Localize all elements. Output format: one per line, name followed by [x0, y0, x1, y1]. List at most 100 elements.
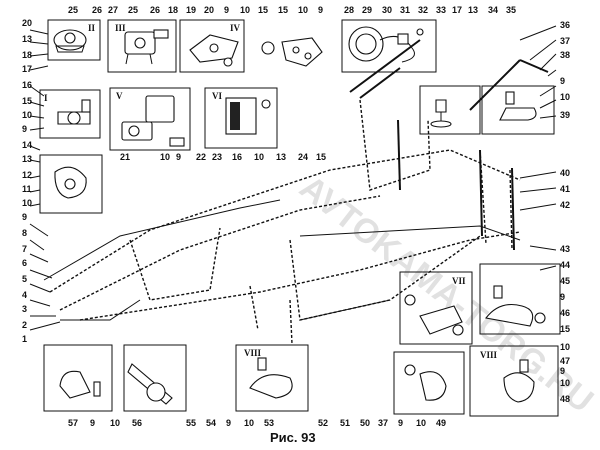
svg-text:II: II: [88, 23, 96, 33]
callout-number: 4: [22, 290, 27, 300]
callout-number: 29: [362, 5, 372, 15]
callout-number: 10: [560, 378, 570, 388]
callout-number: 42: [560, 200, 570, 210]
bracket-parts-top: [261, 37, 323, 67]
inset-bottom-56: [123, 344, 187, 412]
callout-number: 9: [90, 418, 95, 428]
inset-bottom-57: [43, 344, 113, 412]
callout-number: 13: [22, 154, 32, 164]
callout-number: 50: [360, 418, 370, 428]
callout-number: 40: [560, 168, 570, 178]
callout-number: 10: [22, 110, 32, 120]
callout-number: 2: [22, 320, 27, 330]
callout-number: 17: [22, 64, 32, 74]
callout-number: 9: [560, 366, 565, 376]
callout-number: 28: [344, 5, 354, 15]
callout-number: 9: [560, 76, 565, 86]
callout-number: 9: [22, 212, 27, 222]
callout-number: 21: [120, 152, 130, 162]
callout-number: 46: [560, 308, 570, 318]
callout-number: 53: [264, 418, 274, 428]
callout-number: 10: [110, 418, 120, 428]
callout-number: 25: [128, 5, 138, 15]
callout-number: 10: [298, 5, 308, 15]
callout-number: 54: [206, 418, 216, 428]
callout-number: 18: [22, 50, 32, 60]
callout-number: 33: [436, 5, 446, 15]
svg-text:V: V: [116, 91, 123, 101]
callout-number: 23: [212, 152, 222, 162]
svg-text:VII: VII: [452, 276, 466, 286]
callout-number: 52: [318, 418, 328, 428]
callout-number: 35: [506, 5, 516, 15]
callout-number: 13: [22, 34, 32, 44]
callout-number: 25: [68, 5, 78, 15]
svg-text:VI: VI: [212, 91, 222, 101]
callout-number: 15: [22, 96, 32, 106]
svg-text:III: III: [115, 23, 126, 33]
callout-number: 39: [560, 110, 570, 120]
callout-number: 45: [560, 276, 570, 286]
callout-number: 57: [68, 418, 78, 428]
callout-number: 49: [436, 418, 446, 428]
callout-number: 26: [150, 5, 160, 15]
callout-number: 47: [560, 356, 570, 366]
svg-text:VIII: VIII: [244, 348, 262, 358]
callout-number: 56: [132, 418, 142, 428]
inset-clamp-45: [479, 263, 561, 335]
inset-iv-top: IV: [179, 19, 245, 73]
inset-clamp-left: [39, 154, 103, 214]
callout-number: 18: [168, 5, 178, 15]
callout-number: 3: [22, 304, 27, 314]
inset-vii-right: VII: [399, 271, 473, 345]
callout-number: 55: [186, 418, 196, 428]
callout-number: 9: [224, 5, 229, 15]
callout-number: 36: [560, 20, 570, 30]
callout-number: 20: [204, 5, 214, 15]
callout-number: 27: [108, 5, 118, 15]
inset-ii-top: II: [47, 19, 101, 61]
callout-number: 5: [22, 274, 27, 284]
callout-number: 13: [276, 152, 286, 162]
inset-vi-mid: VI: [204, 87, 278, 149]
callout-number: 16: [22, 80, 32, 90]
callout-number: 37: [560, 36, 570, 46]
callout-number: 30: [382, 5, 392, 15]
inset-v-left: V: [109, 87, 191, 151]
callout-number: 8: [22, 228, 27, 238]
callout-number: 1: [22, 334, 27, 344]
watermark-text: AVTOKAMA-TORG.RU: [293, 168, 600, 420]
callout-number: 9: [560, 292, 565, 302]
inset-viii-right: VIII: [469, 345, 559, 417]
callout-number: 34: [488, 5, 498, 15]
callout-number: 51: [340, 418, 350, 428]
callout-number: 20: [22, 18, 32, 28]
callout-number: 10: [240, 5, 250, 15]
callout-number: 13: [468, 5, 478, 15]
svg-text:I: I: [44, 93, 48, 103]
callout-number: 16: [232, 152, 242, 162]
callout-number: 11: [22, 184, 32, 194]
callout-number: 44: [560, 260, 570, 270]
callout-number: 9: [226, 418, 231, 428]
inset-right-clamp-39: [481, 85, 555, 135]
callout-number: 43: [560, 244, 570, 254]
callout-number: 15: [278, 5, 288, 15]
chassis-frame: [43, 199, 521, 321]
inset-bottom-49: [393, 351, 465, 415]
callout-number: 48: [560, 394, 570, 404]
callout-number: 15: [258, 5, 268, 15]
inset-i-left: I: [39, 89, 101, 139]
callout-number: 38: [560, 50, 570, 60]
figure-caption: Рис. 93: [270, 430, 316, 445]
callout-number: 9: [398, 418, 403, 428]
callout-number: 14: [22, 140, 32, 150]
callout-number: 32: [418, 5, 428, 15]
callout-number: 10: [416, 418, 426, 428]
callout-number: 10: [160, 152, 170, 162]
callout-number: 10: [254, 152, 264, 162]
callout-number: 9: [318, 5, 323, 15]
leader-lines: [29, 25, 557, 331]
svg-text:VIII: VIII: [480, 350, 498, 360]
